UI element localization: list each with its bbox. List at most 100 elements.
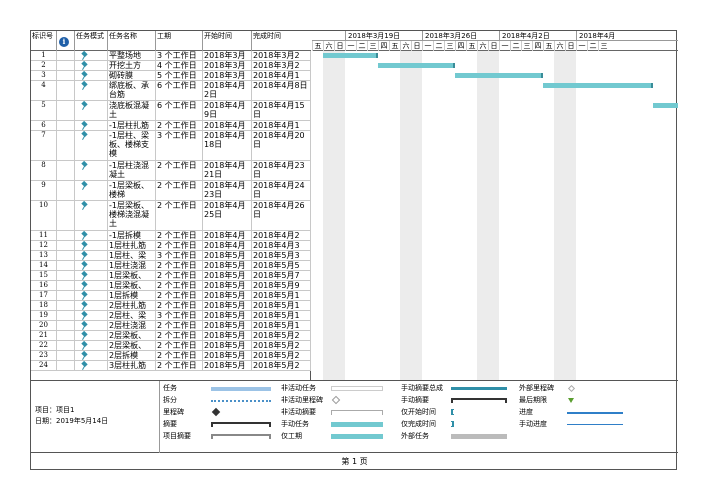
- task-finish[interactable]: 2018年5月1: [252, 291, 311, 300]
- task-mode-cell[interactable]: [75, 241, 108, 250]
- task-mode-cell[interactable]: [75, 101, 108, 120]
- header-name[interactable]: 任务名称: [108, 31, 156, 51]
- task-name[interactable]: 2层梁板、楼: [108, 331, 156, 340]
- task-id[interactable]: 20: [31, 321, 57, 330]
- task-mode[interactable]: [57, 351, 75, 360]
- task-start[interactable]: 2018年5月1: [203, 331, 252, 340]
- task-mode-cell[interactable]: [75, 301, 108, 310]
- task-id[interactable]: 21: [31, 331, 57, 340]
- task-mode[interactable]: [57, 101, 75, 120]
- header-id[interactable]: 标识号: [31, 31, 57, 51]
- task-finish[interactable]: 2018年5月5: [252, 261, 311, 270]
- task-duration[interactable]: 3 个工作日: [156, 311, 203, 320]
- task-finish[interactable]: 2018年5月3: [252, 251, 311, 260]
- task-mode-cell[interactable]: [75, 121, 108, 130]
- task-id[interactable]: 14: [31, 261, 57, 270]
- task-mode-cell[interactable]: [75, 361, 108, 370]
- task-mode[interactable]: [57, 271, 75, 280]
- task-name[interactable]: 平整场地: [108, 51, 156, 60]
- task-name[interactable]: 1层梁板、楼: [108, 271, 156, 280]
- task-duration[interactable]: 2 个工作日: [156, 201, 203, 230]
- task-start[interactable]: 2018年4月21日: [203, 161, 252, 180]
- task-mode-cell[interactable]: [75, 311, 108, 320]
- header-duration[interactable]: 工期: [156, 31, 203, 51]
- task-start[interactable]: 2018年4月9日: [203, 101, 252, 120]
- task-duration[interactable]: 2 个工作日: [156, 181, 203, 200]
- task-finish[interactable]: 2018年4月8日: [252, 81, 311, 100]
- task-mode[interactable]: [57, 311, 75, 320]
- task-mode[interactable]: [57, 201, 75, 230]
- task-start[interactable]: 2018年4月23日: [203, 181, 252, 200]
- task-mode-cell[interactable]: [75, 341, 108, 350]
- task-name[interactable]: 浇底板混凝土: [108, 101, 156, 120]
- task-id[interactable]: 3: [31, 71, 57, 80]
- task-mode[interactable]: [57, 281, 75, 290]
- task-name[interactable]: 1层柱扎筋: [108, 241, 156, 250]
- task-start[interactable]: 2018年5月1: [203, 301, 252, 310]
- task-duration[interactable]: 2 个工作日: [156, 241, 203, 250]
- task-start[interactable]: 2018年4月2: [203, 231, 252, 240]
- task-mode-cell[interactable]: [75, 291, 108, 300]
- task-name[interactable]: -1层柱、梁板、楼梯支模: [108, 131, 156, 160]
- task-id[interactable]: 8: [31, 161, 57, 180]
- task-mode[interactable]: [57, 51, 75, 60]
- task-mode-cell[interactable]: [75, 321, 108, 330]
- task-mode-cell[interactable]: [75, 331, 108, 340]
- task-duration[interactable]: 6 个工作日: [156, 101, 203, 120]
- task-start[interactable]: 2018年4月1: [203, 121, 252, 130]
- task-mode[interactable]: [57, 321, 75, 330]
- task-id[interactable]: 22: [31, 341, 57, 350]
- task-name[interactable]: 开挖土方: [108, 61, 156, 70]
- task-mode-cell[interactable]: [75, 201, 108, 230]
- task-name[interactable]: 3层柱扎筋: [108, 361, 156, 370]
- table-row[interactable]: 202层柱浇混凝土2 个工作日2018年5月12018年5月1: [31, 321, 311, 331]
- task-finish[interactable]: 2018年4月23日: [252, 161, 311, 180]
- task-finish[interactable]: 2018年4月24日: [252, 181, 311, 200]
- task-name[interactable]: 绑底板、承台筋: [108, 81, 156, 100]
- task-name[interactable]: 2层拆模: [108, 351, 156, 360]
- task-mode[interactable]: [57, 301, 75, 310]
- task-name[interactable]: 2层柱扎筋: [108, 301, 156, 310]
- task-duration[interactable]: 2 个工作日: [156, 271, 203, 280]
- task-id[interactable]: 15: [31, 271, 57, 280]
- task-finish[interactable]: 2018年5月1: [252, 311, 311, 320]
- task-mode-cell[interactable]: [75, 231, 108, 240]
- task-start[interactable]: 2018年5月1: [203, 321, 252, 330]
- task-start[interactable]: 2018年5月4: [203, 261, 252, 270]
- task-id[interactable]: 2: [31, 61, 57, 70]
- task-mode-cell[interactable]: [75, 271, 108, 280]
- task-duration[interactable]: 2 个工作日: [156, 361, 203, 370]
- header-mode[interactable]: 任务模式: [75, 31, 108, 51]
- task-id[interactable]: 19: [31, 311, 57, 320]
- task-id[interactable]: 16: [31, 281, 57, 290]
- task-name[interactable]: 2层柱、梁板: [108, 311, 156, 320]
- task-duration[interactable]: 2 个工作日: [156, 231, 203, 240]
- task-duration[interactable]: 2 个工作日: [156, 331, 203, 340]
- task-duration[interactable]: 2 个工作日: [156, 161, 203, 180]
- task-mode[interactable]: [57, 341, 75, 350]
- task-mode[interactable]: [57, 331, 75, 340]
- task-duration[interactable]: 6 个工作日: [156, 81, 203, 100]
- task-mode[interactable]: [57, 81, 75, 100]
- task-finish[interactable]: 2018年5月1: [252, 321, 311, 330]
- task-start[interactable]: 2018年3月1: [203, 51, 252, 60]
- task-start[interactable]: 2018年3月2: [203, 61, 252, 70]
- task-duration[interactable]: 2 个工作日: [156, 121, 203, 130]
- task-mode-cell[interactable]: [75, 161, 108, 180]
- task-duration[interactable]: 2 个工作日: [156, 341, 203, 350]
- table-row[interactable]: 141层柱浇混凝土2 个工作日2018年5月42018年5月5: [31, 261, 311, 271]
- task-duration[interactable]: 3 个工作日: [156, 251, 203, 260]
